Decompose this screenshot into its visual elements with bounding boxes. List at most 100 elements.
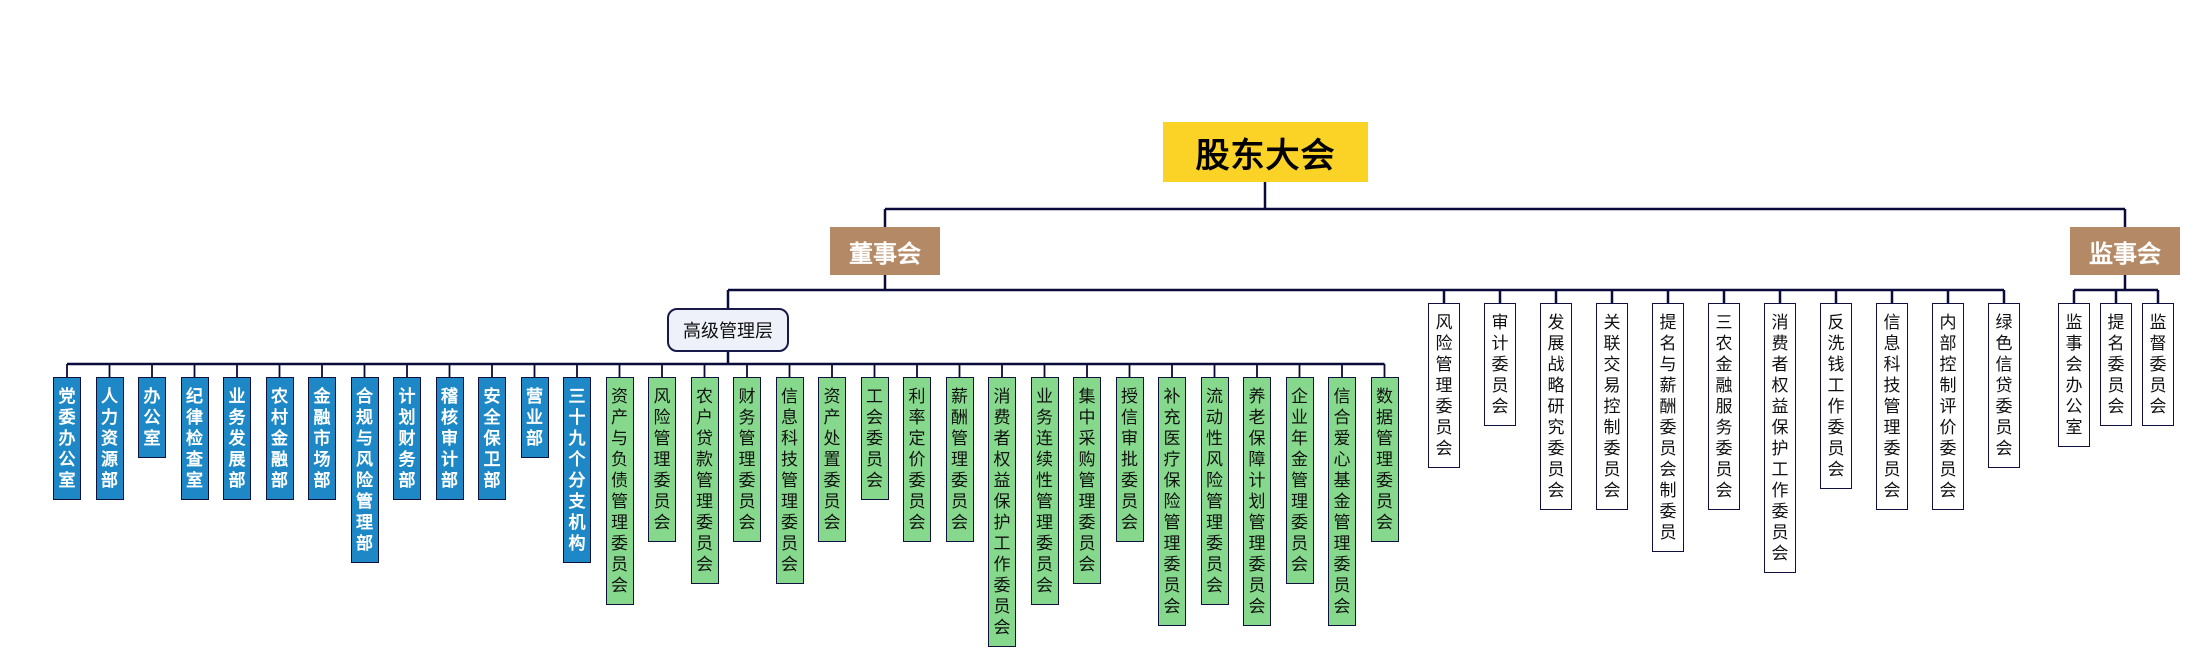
committee-label: 农户贷款管理委员会 — [696, 387, 713, 575]
department-box: 计划财务部 — [393, 377, 421, 500]
committee-label: 消费者权益保护工作委员会 — [993, 387, 1011, 638]
supervisory-committee-label: 提名委员会 — [2107, 313, 2125, 417]
board-committee-box: 审计委员会 — [1484, 303, 1516, 426]
department-label: 党委办公室 — [58, 387, 76, 491]
committee-label: 财务管理委员会 — [738, 387, 756, 533]
committee-box: 资产与负债管理委员会 — [605, 377, 634, 605]
committee-label: 养老保障计划管理委员会 — [1248, 387, 1266, 617]
board-committee-box: 内部控制评价委员会 — [1932, 303, 1964, 510]
board-committee-box: 提名与薪酬委员会制委员 — [1652, 303, 1684, 552]
committee-label: 资产与负债管理委员会 — [611, 387, 628, 596]
committee-box: 集中采购管理委员会 — [1073, 377, 1101, 584]
committee-label: 薪酬管理委员会 — [951, 387, 968, 533]
department-label: 三十九个分支机构 — [568, 387, 586, 554]
board-committee-label: 信息科技管理委员会 — [1883, 313, 1901, 501]
department-box: 安全保卫部 — [478, 377, 506, 500]
supervisory-committee-box: 提名委员会 — [2100, 303, 2132, 426]
committee-box: 薪酬管理委员会 — [945, 377, 974, 542]
board-of-directors-label: 董事会 — [849, 239, 921, 268]
committee-label: 授信审批委员会 — [1121, 387, 1138, 533]
committee-label: 补充医疗保险管理委员会 — [1163, 387, 1181, 617]
committee-box: 利率定价委员会 — [903, 377, 931, 542]
department-label: 营业部 — [526, 387, 543, 449]
department-box: 人力资源部 — [95, 377, 124, 500]
board-committee-box: 发展战略研究委员会 — [1540, 303, 1572, 510]
department-label: 农村金融部 — [271, 387, 288, 491]
department-label: 办公室 — [143, 387, 161, 449]
department-label: 计划财务部 — [398, 387, 416, 491]
committee-box: 企业年金管理委员会 — [1285, 377, 1314, 584]
board-committee-label: 发展战略研究委员会 — [1547, 313, 1565, 501]
board-committee-label: 风险管理委员会 — [1435, 313, 1453, 459]
board-committee-label: 内部控制评价委员会 — [1939, 313, 1957, 501]
committee-box: 数据管理委员会 — [1370, 377, 1399, 542]
board-committee-label: 反洗钱工作委员会 — [1827, 313, 1845, 480]
committee-box: 信息科技管理委员会 — [775, 377, 804, 584]
supervisory-committee-box: 监事会办公室 — [2058, 303, 2090, 447]
committee-box: 财务管理委员会 — [733, 377, 761, 542]
board-committee-label: 三农金融服务委员会 — [1715, 313, 1733, 501]
committee-box: 消费者权益保护工作委员会 — [988, 377, 1016, 647]
department-label: 人力资源部 — [101, 387, 118, 491]
committee-label: 利率定价委员会 — [908, 387, 926, 533]
committee-label: 集中采购管理委员会 — [1078, 387, 1096, 575]
board-committee-label: 提名与薪酬委员会制委员 — [1659, 313, 1677, 543]
board-committee-label: 消费者权益保护工作委员会 — [1771, 313, 1789, 564]
committee-box: 工会委员会 — [860, 377, 889, 500]
department-box: 营业部 — [520, 377, 549, 458]
department-label: 业务发展部 — [228, 387, 246, 491]
supervisory-board-node: 监事会 — [2070, 227, 2180, 275]
committee-label: 流动性风险管理委员会 — [1206, 387, 1223, 596]
department-box: 办公室 — [138, 377, 166, 458]
committee-box: 资产处置委员会 — [818, 377, 846, 542]
committee-box: 授信审批委员会 — [1115, 377, 1144, 542]
board-committee-label: 审计委员会 — [1491, 313, 1509, 417]
committee-label: 业务连续性管理委员会 — [1036, 387, 1053, 596]
board-committee-box: 反洗钱工作委员会 — [1820, 303, 1852, 489]
committee-label: 工会委员会 — [866, 387, 883, 491]
department-label: 安全保卫部 — [483, 387, 501, 491]
supervisory-committee-label: 监事会办公室 — [2065, 313, 2083, 438]
committee-label: 风险管理委员会 — [653, 387, 671, 533]
senior-management-label: 高级管理层 — [683, 321, 773, 342]
committee-label: 企业年金管理委员会 — [1291, 387, 1308, 575]
department-box: 农村金融部 — [265, 377, 294, 500]
department-label: 纪律检查室 — [186, 387, 203, 491]
department-box: 合规与风险管理部 — [350, 377, 379, 563]
committee-label: 数据管理委员会 — [1376, 387, 1393, 533]
department-box: 党委办公室 — [53, 377, 81, 500]
board-committee-box: 信息科技管理委员会 — [1876, 303, 1908, 510]
shareholders-meeting-node: 股东大会 — [1163, 122, 1368, 182]
committee-box: 业务连续性管理委员会 — [1030, 377, 1059, 605]
department-label: 稽核审计部 — [441, 387, 458, 491]
committee-box: 补充医疗保险管理委员会 — [1158, 377, 1186, 626]
board-of-directors-node: 董事会 — [830, 227, 940, 275]
committee-label: 信息科技管理委员会 — [781, 387, 798, 575]
board-committee-box: 风险管理委员会 — [1428, 303, 1460, 468]
senior-management-node: 高级管理层 — [667, 308, 789, 352]
shareholders-meeting-label: 股东大会 — [1195, 135, 1336, 176]
committee-box: 风险管理委员会 — [648, 377, 676, 542]
board-committee-box: 关联交易控制委员会 — [1596, 303, 1628, 510]
committee-box: 信合爱心基金管理委员会 — [1328, 377, 1356, 626]
supervisory-committee-box: 监督委员会 — [2142, 303, 2174, 426]
board-committee-box: 绿色信贷委员会 — [1988, 303, 2020, 468]
board-committee-label: 绿色信贷委员会 — [1995, 313, 2013, 459]
committee-box: 农户贷款管理委员会 — [690, 377, 719, 584]
department-label: 金融市场部 — [313, 387, 331, 491]
committee-label: 信合爱心基金管理委员会 — [1333, 387, 1351, 617]
department-box: 稽核审计部 — [435, 377, 464, 500]
department-box: 金融市场部 — [308, 377, 336, 500]
board-committee-box: 三农金融服务委员会 — [1708, 303, 1740, 510]
supervisory-committee-label: 监督委员会 — [2149, 313, 2167, 417]
department-box: 业务发展部 — [223, 377, 251, 500]
committee-label: 资产处置委员会 — [823, 387, 841, 533]
department-box: 三十九个分支机构 — [563, 377, 591, 563]
committee-box: 养老保障计划管理委员会 — [1243, 377, 1271, 626]
department-box: 纪律检查室 — [180, 377, 209, 500]
board-committee-box: 消费者权益保护工作委员会 — [1764, 303, 1796, 573]
board-committee-label: 关联交易控制委员会 — [1603, 313, 1621, 501]
supervisory-board-label: 监事会 — [2089, 239, 2161, 268]
department-label: 合规与风险管理部 — [356, 387, 373, 554]
